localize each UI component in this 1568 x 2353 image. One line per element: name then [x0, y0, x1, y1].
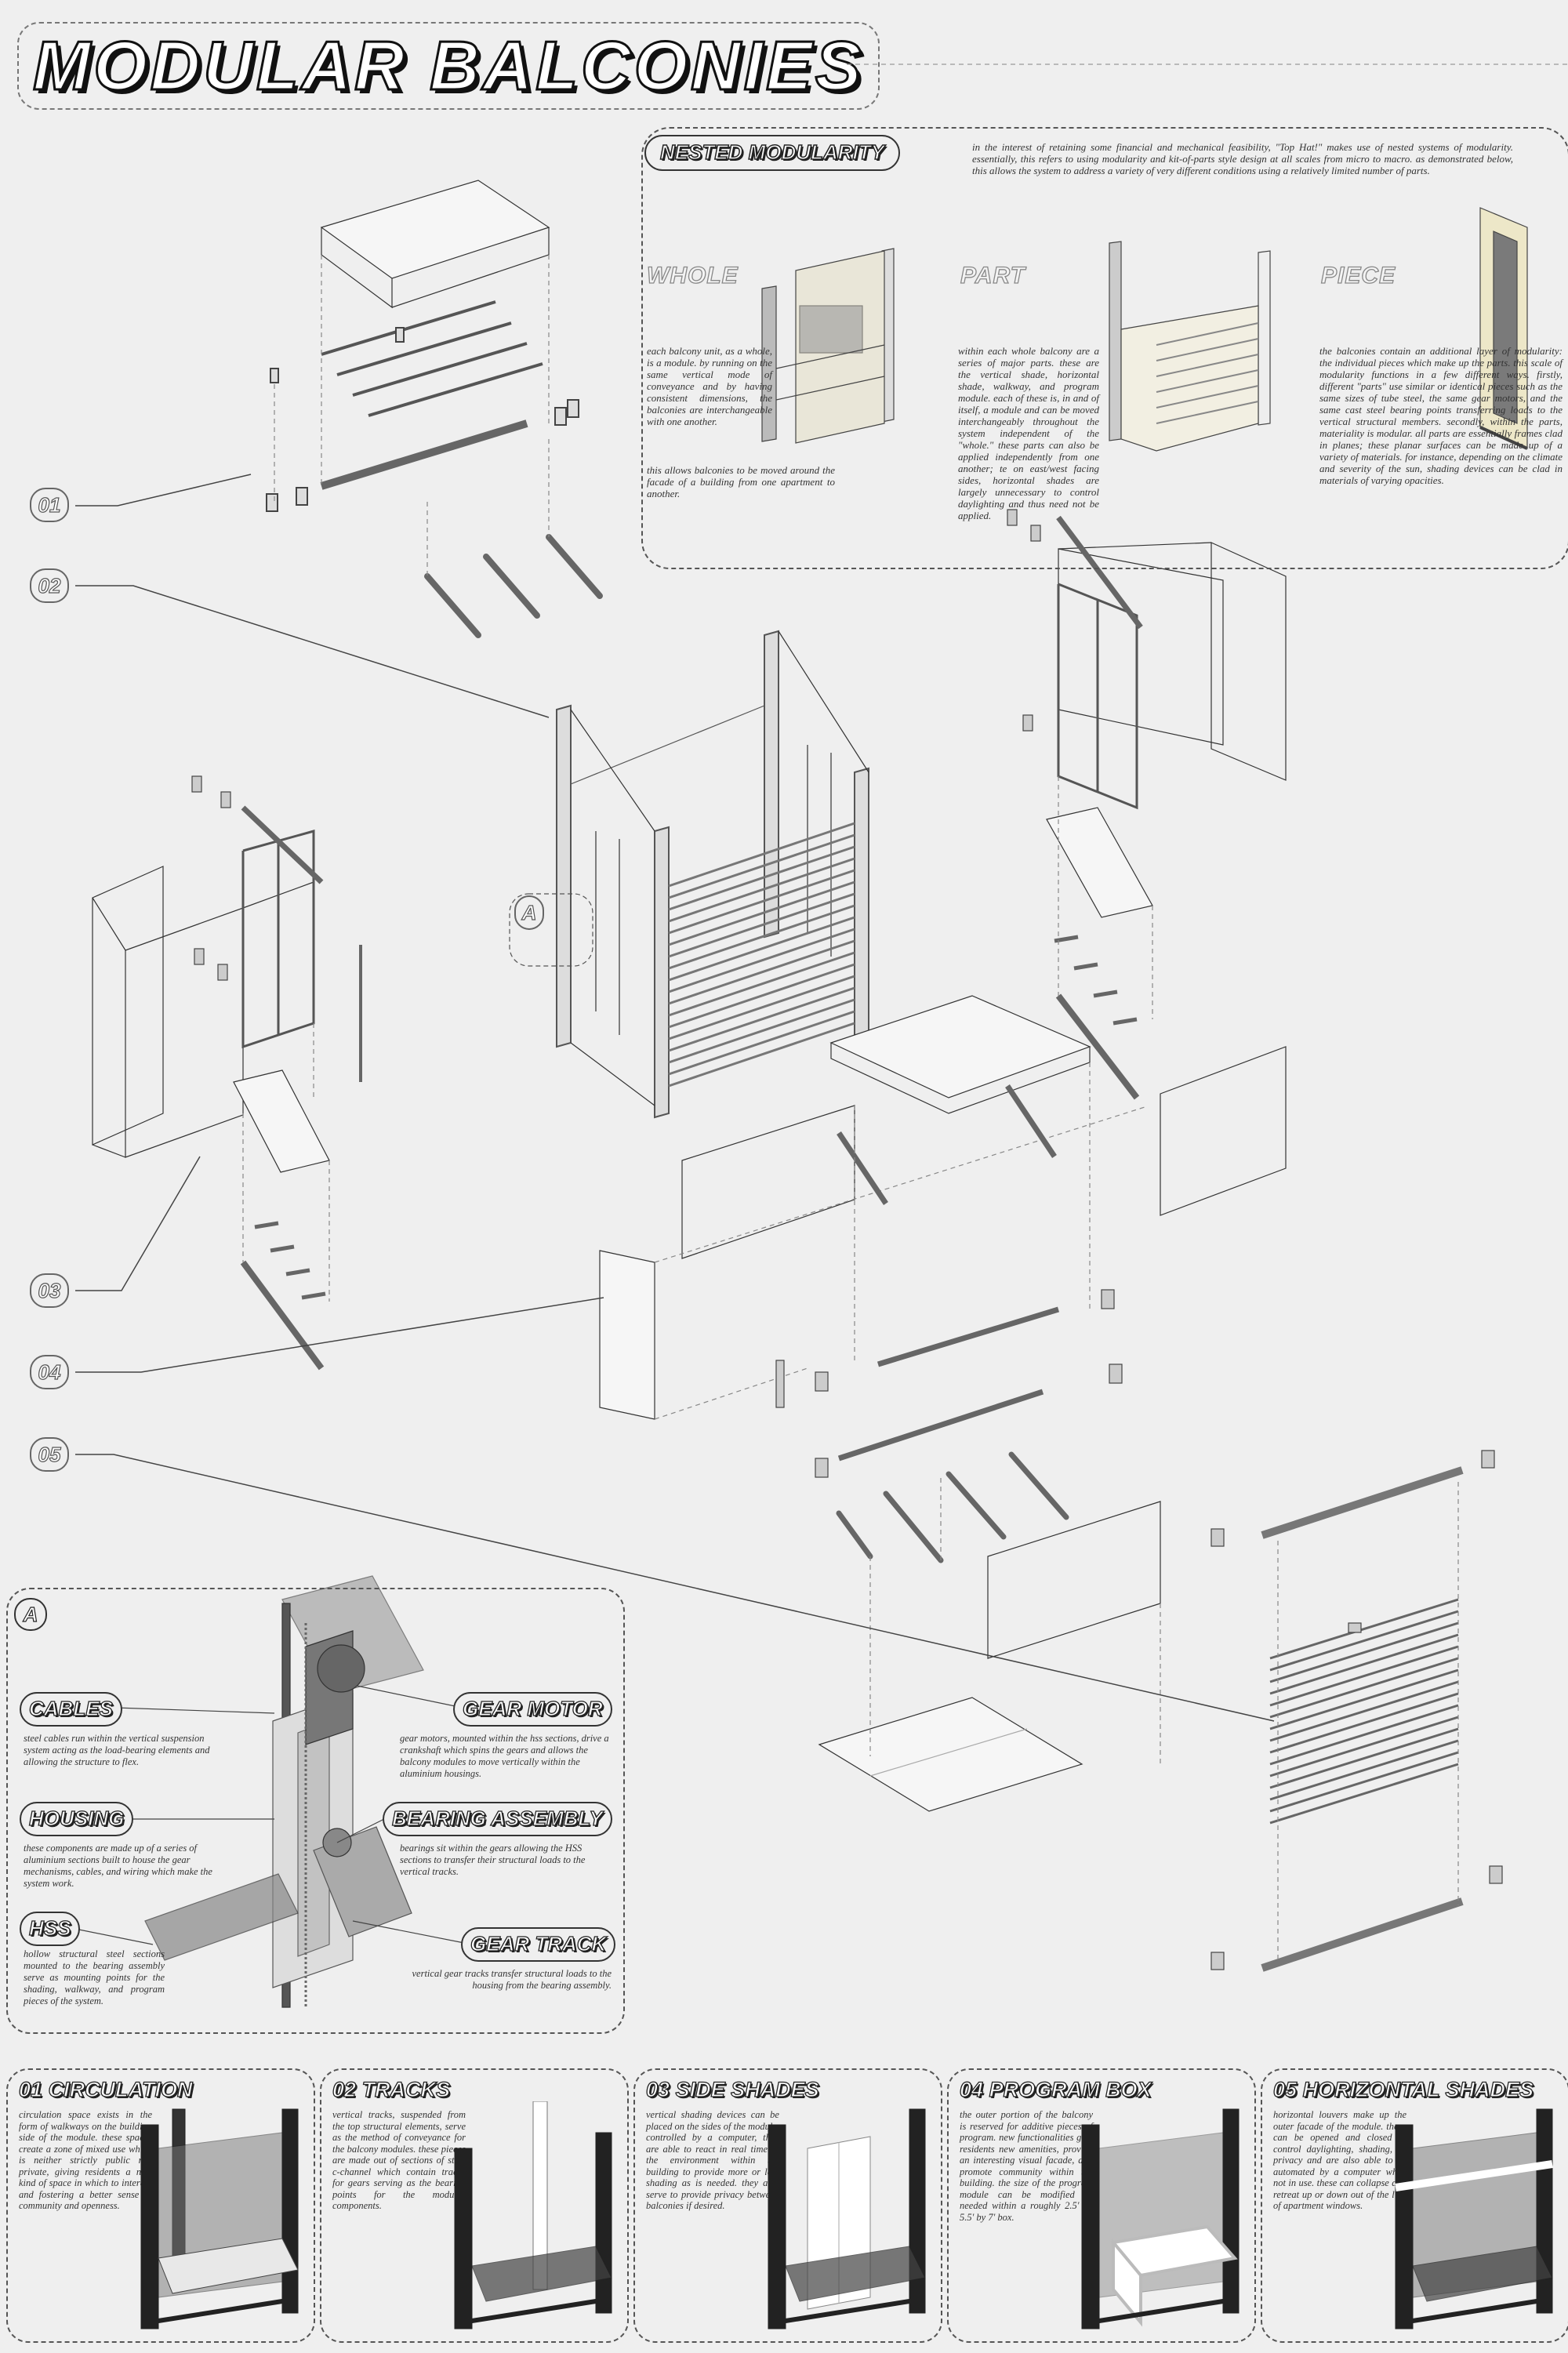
- gear-track-label: GEAR TRACK: [461, 1927, 616, 1962]
- page-title: MODULAR BALCONIES: [17, 22, 880, 110]
- panel-text: the outer portion of the balcony is rese…: [960, 2109, 1093, 2223]
- program-box-module-drawing: [1081, 2108, 1240, 2329]
- callout-02: 02: [30, 568, 69, 603]
- detail-a-marker: A: [514, 895, 544, 930]
- callout-leaders: [75, 474, 1275, 1722]
- panel-text: vertical tracks, suspended from the top …: [332, 2109, 466, 2211]
- callout-05: 05: [30, 1437, 69, 1472]
- callout-03: 03: [30, 1273, 69, 1308]
- housing-text: these components are made up of a series…: [24, 1843, 212, 1889]
- callout-04: 04: [30, 1355, 69, 1389]
- panel-horizontal-shades: 05 HORIZONTAL SHADES horizontal louvers …: [1261, 2068, 1568, 2343]
- detail-a-panel: [6, 1588, 625, 2034]
- gear-motor-label: GEAR MOTOR: [453, 1692, 612, 1727]
- nested-modularity-heading: NESTED MODULARITY: [644, 135, 900, 171]
- panel-heading: 04 PROGRAM BOX: [959, 2077, 1152, 2101]
- callout-01: 01: [30, 488, 69, 522]
- whole-text-2: this allows balconies to be moved around…: [647, 464, 835, 499]
- whole-text: each balcony unit, as a whole, is a modu…: [647, 345, 772, 427]
- piece-label: PIECE: [1320, 262, 1396, 289]
- whole-balcony-drawing: [761, 248, 895, 444]
- panel-text: circulation space exists in the form of …: [19, 2109, 152, 2211]
- panel-program-box: 04 PROGRAM BOX the outer portion of the …: [947, 2068, 1256, 2343]
- gear-motor-text: gear motors, mounted within the hss sect…: [400, 1733, 609, 1779]
- hss-text: hollow structural steel sections mounted…: [24, 1948, 165, 2006]
- tracks-module-drawing: [454, 2101, 612, 2329]
- circulation-module-drawing: [140, 2108, 299, 2329]
- detail-leaders: [67, 1685, 465, 1945]
- center-balcony-assembly: [509, 630, 869, 1119]
- panel-heading: 03 SIDE SHADES: [645, 2077, 819, 2101]
- nested-intro: in the interest of retaining some financ…: [972, 141, 1513, 176]
- panel-heading: 01 CIRCULATION: [18, 2077, 193, 2101]
- housing-label: HOUSING: [20, 1802, 134, 1836]
- bearing-assembly-label: BEARING ASSEMBLY: [383, 1802, 612, 1836]
- part-label: PART: [960, 262, 1025, 289]
- horizontal-shade-assembly: [1210, 1450, 1503, 1972]
- right-side-shade-assembly: [1007, 509, 1287, 1100]
- left-side-shade-assembly: [92, 775, 362, 1371]
- piece-text: the balconies contain an additional laye…: [1319, 345, 1563, 486]
- panel-text: vertical shading devices can be placed o…: [646, 2109, 779, 2211]
- horizontal-shades-module-drawing: [1395, 2108, 1553, 2329]
- cables-label: CABLES: [20, 1692, 122, 1727]
- side-shades-module-drawing: [768, 2108, 926, 2329]
- part-balcony-drawing: [1109, 241, 1271, 452]
- detail-a-mechanism: [144, 1575, 424, 2008]
- whole-label: WHOLE: [646, 262, 739, 289]
- hss-label: HSS: [20, 1912, 81, 1946]
- top-roof-assembly: [266, 180, 603, 638]
- piece-panel-drawing: [1479, 207, 1528, 450]
- panel-side-shades: 03 SIDE SHADES vertical shading devices …: [633, 2068, 942, 2343]
- program-box-assembly: [599, 995, 1287, 1812]
- panel-text: horizontal louvers make up the outer fac…: [1273, 2109, 1406, 2211]
- panel-heading: 02 TRACKS: [332, 2077, 451, 2101]
- bearing-assembly-text: bearings sit within the gears allowing t…: [400, 1843, 586, 1877]
- cables-text: steel cables run within the vertical sus…: [24, 1733, 210, 1767]
- panel-circulation: 01 CIRCULATION circulation space exists …: [6, 2068, 315, 2343]
- panel-heading: 05 HORIZONTAL SHADES: [1272, 2077, 1534, 2101]
- detail-a-badge: A: [14, 1598, 47, 1631]
- panel-tracks: 02 TRACKS vertical tracks, suspended fro…: [320, 2068, 629, 2343]
- gear-track-text: vertical gear tracks transfer structural…: [412, 1968, 612, 1991]
- nested-modularity-panel: [641, 127, 1568, 569]
- part-text: within each whole balcony are a series o…: [958, 345, 1099, 521]
